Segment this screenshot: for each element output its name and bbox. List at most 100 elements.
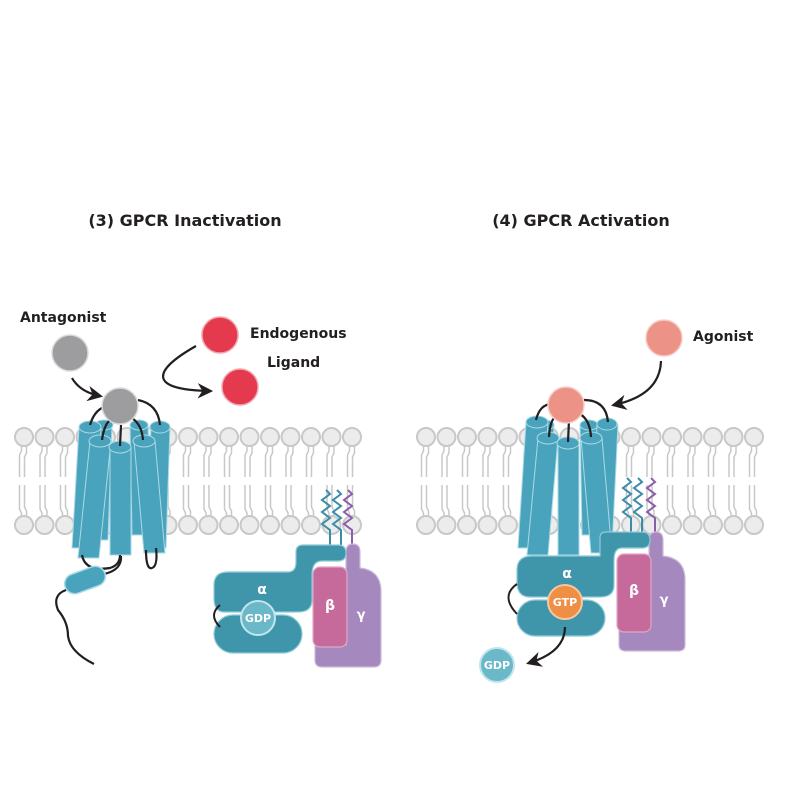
- phospholipid: [178, 427, 198, 535]
- gamma-lipid-anchor: [342, 489, 354, 550]
- lipid-head: [436, 427, 457, 447]
- alpha-lipid-anchor: [331, 489, 343, 548]
- gtp-bound: [547, 584, 583, 620]
- phospholipid: [436, 427, 457, 535]
- lipid-head: [260, 515, 280, 535]
- phospholipid: [301, 427, 321, 535]
- lipid-head: [416, 515, 436, 535]
- phospholipid: [14, 427, 34, 535]
- lipid-head: [641, 427, 662, 447]
- g-gamma-subunit: [618, 531, 686, 652]
- gdp-bound: [240, 600, 276, 636]
- lipid-head: [280, 515, 301, 535]
- helix-8: [63, 565, 107, 595]
- panel-4-title: (4) GPCR Activation: [492, 211, 670, 230]
- lipid-head: [477, 427, 498, 447]
- lipid-head: [219, 427, 239, 447]
- lipid-head: [621, 427, 641, 447]
- lipid-head: [301, 515, 321, 535]
- phospholipid: [662, 427, 682, 535]
- gdp-bound-label: GDP: [245, 612, 271, 625]
- alpha-hinge: [213, 604, 221, 628]
- gamma-label: γ: [660, 593, 669, 608]
- phospholipid: [723, 427, 744, 535]
- lipid-head: [436, 515, 457, 535]
- lipid-head: [178, 427, 198, 447]
- agonist-binding-arrow: [610, 360, 663, 410]
- antagonist-binding-arrow: [71, 377, 104, 402]
- phospholipid: [198, 427, 219, 535]
- g-alpha-subunit-upper: [516, 531, 651, 598]
- lipid-head: [703, 515, 723, 535]
- lipid-head: [178, 515, 198, 535]
- c-terminal-tail: [55, 588, 95, 665]
- g-alpha-subunit-upper: [213, 544, 347, 613]
- agonist-bound: [547, 386, 585, 424]
- lipid-head: [14, 427, 34, 447]
- alpha-lipid-anchor: [632, 477, 644, 536]
- lipid-head: [744, 515, 764, 535]
- panel-inactivation: Antagonist Endogenous Ligand: [20, 310, 382, 668]
- lipid-head: [301, 427, 321, 447]
- gdp-released: [479, 647, 515, 683]
- alpha-label: α: [562, 566, 572, 582]
- lipid-head: [682, 427, 703, 447]
- lipid-head: [14, 515, 34, 535]
- endogenous-ligand-label-line2: Ligand: [267, 355, 320, 371]
- antagonist-bound: [101, 387, 139, 425]
- gpcr-receptor-active: [517, 398, 619, 556]
- phospholipid: [416, 427, 436, 535]
- alpha-label: α: [257, 582, 267, 598]
- endogenous-ligand-molecule-displaced: [221, 368, 259, 406]
- gamma-lipid-anchor: [645, 477, 657, 538]
- beta-label: β: [629, 583, 639, 599]
- phospholipid: [641, 427, 662, 535]
- alpha-lipid-anchor: [621, 477, 633, 536]
- phospholipid: [239, 427, 260, 535]
- lipid-head: [198, 515, 219, 535]
- alpha-lipid-anchor: [320, 489, 332, 548]
- lipid-head: [662, 515, 682, 535]
- antagonist-molecule: [51, 334, 89, 372]
- gdp-released-label: GDP: [484, 659, 510, 672]
- phospholipid: [703, 427, 723, 535]
- lipid-head: [416, 427, 436, 447]
- lipid-head: [342, 427, 362, 447]
- phospholipid: [260, 427, 280, 535]
- phospholipid: [477, 427, 498, 535]
- lipid-head: [498, 427, 518, 447]
- phospholipid: [34, 427, 55, 535]
- g-gamma-subunit: [314, 543, 382, 668]
- phospholipid: [498, 427, 518, 535]
- lipid-head: [321, 427, 342, 447]
- phospholipid: [219, 427, 239, 535]
- gamma-label: γ: [357, 608, 366, 623]
- phospholipid: [682, 427, 703, 535]
- ligand-blocked-arrow: [162, 345, 214, 399]
- lipid-head: [260, 427, 280, 447]
- phospholipid: [280, 427, 301, 535]
- antagonist-label: Antagonist: [20, 310, 107, 326]
- beta-label: β: [325, 598, 335, 614]
- lipid-head: [723, 515, 744, 535]
- alpha-hinge: [507, 583, 518, 615]
- lipid-head: [34, 515, 55, 535]
- lipid-bilayer-left: [14, 427, 362, 535]
- g-protein-heterotrimer-active: α GTP β γ: [507, 477, 686, 652]
- lipid-head: [723, 427, 744, 447]
- agonist-label: Agonist: [693, 329, 754, 345]
- lipid-head: [280, 427, 301, 447]
- panel-3-title: (3) GPCR Inactivation: [88, 211, 281, 230]
- endogenous-ligand-label-line1: Endogenous: [250, 326, 347, 342]
- g-beta-subunit: [616, 553, 652, 633]
- lipid-head: [744, 427, 764, 447]
- lipid-head: [457, 427, 477, 447]
- lipid-head: [55, 427, 75, 447]
- g-beta-subunit: [312, 566, 348, 648]
- lipid-head: [498, 515, 518, 535]
- phospholipid: [55, 427, 75, 535]
- phospholipid: [457, 427, 477, 535]
- lipid-head: [198, 427, 219, 447]
- phospholipid: [342, 427, 362, 535]
